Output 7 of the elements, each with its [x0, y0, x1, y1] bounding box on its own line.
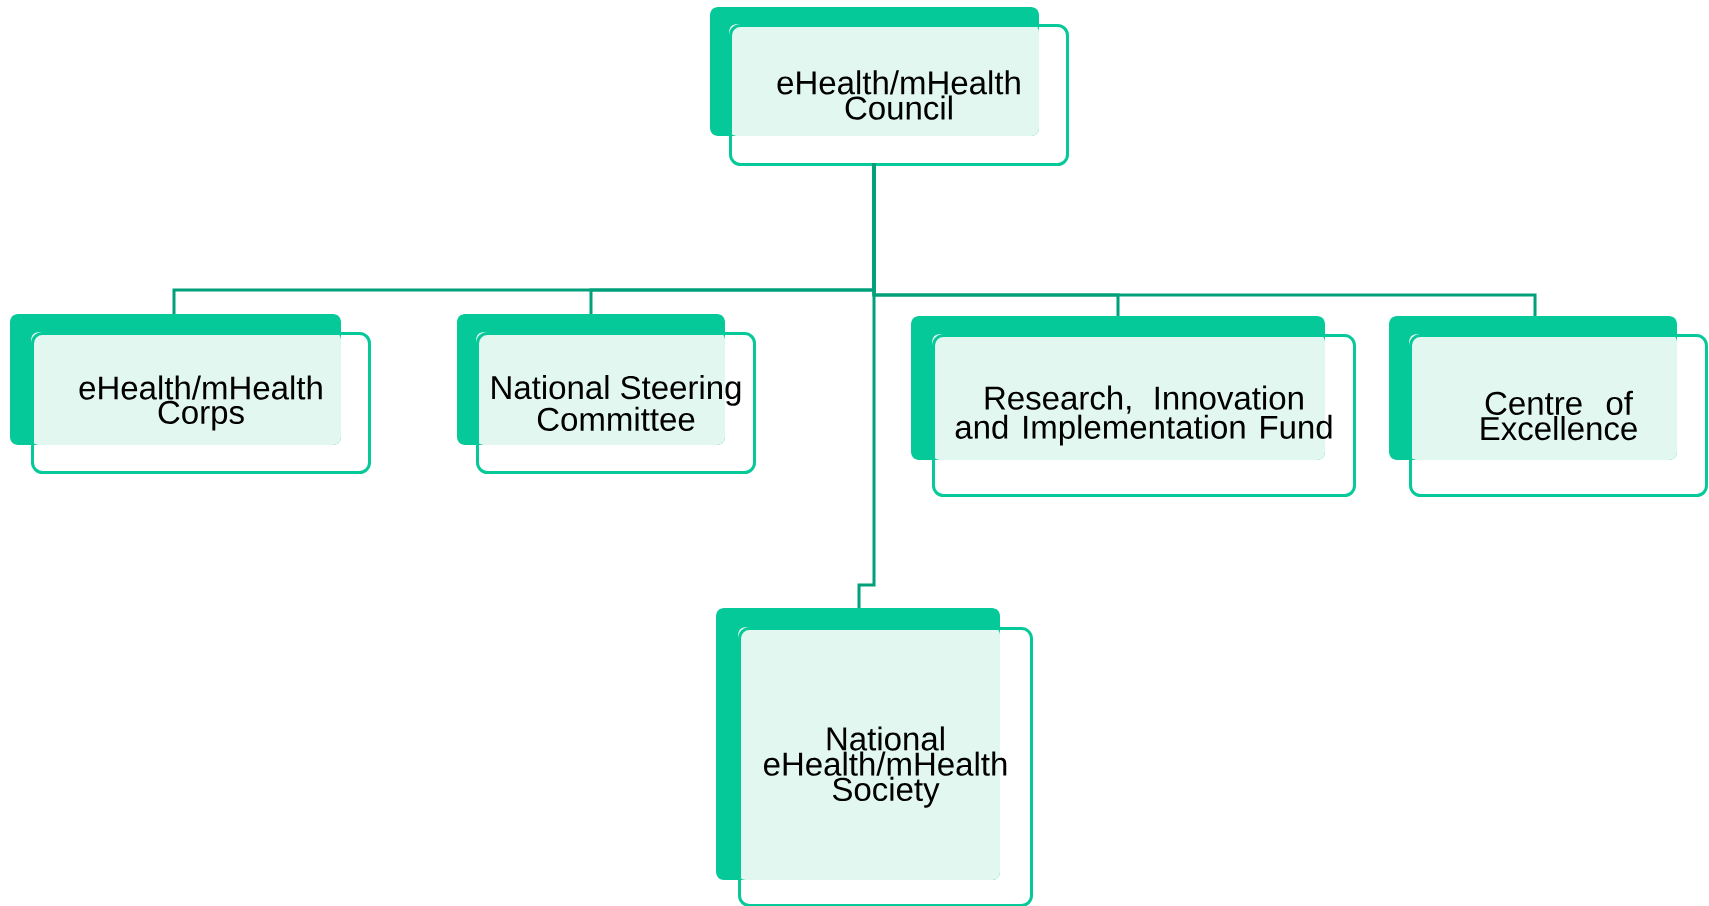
org-box: eHealth/mHealth Corps [10, 314, 371, 474]
org-box: National Steering Committee [457, 314, 756, 474]
org-box: eHealth/mHealth Council [710, 7, 1069, 166]
connector [857, 163, 876, 608]
org-box: Research, Innovation and Implementation Fund [911, 316, 1356, 497]
org-box: Centre of Excellence [1389, 316, 1708, 497]
org-box: National eHealth/mHealth Society [716, 608, 1033, 906]
